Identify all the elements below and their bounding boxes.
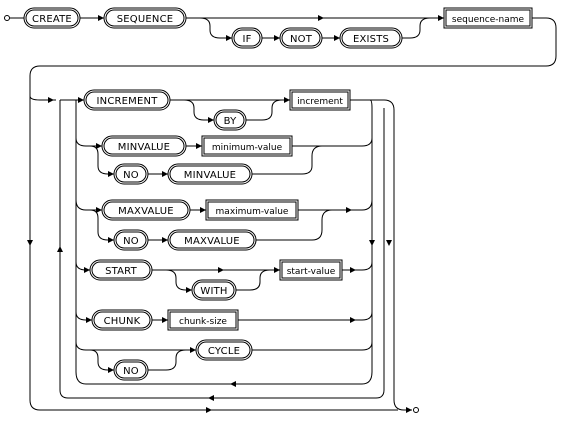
maximum-value-label: maximum-value [216, 207, 289, 217]
sequence-name-label: sequence-name [452, 15, 525, 25]
start-keyword-label: START [105, 266, 138, 277]
maxvalue-keyword-label: MAXVALUE [118, 206, 174, 217]
start-terminal [4, 15, 10, 21]
by-keyword-label: BY [224, 116, 238, 127]
create-keyword-label: CREATE [32, 14, 72, 25]
end-terminal [413, 407, 419, 413]
row-create-sequence: CREATE SEQUENCE IF NOT EXISTS sequence-n… [4, 7, 557, 86]
no-max-keyword-label: NO [123, 236, 139, 247]
if-keyword-label: IF [242, 34, 251, 45]
maxvalue-option: MAXVALUE maximum-value NO MAXVALUE [75, 199, 373, 251]
options-return-rail [75, 371, 373, 385]
start-value-label: start-value [287, 267, 336, 277]
maxvalue-keyword-2-label: MAXVALUE [184, 236, 240, 247]
minvalue-keyword-2-label: MINVALUE [184, 170, 236, 181]
chunk-size-label: chunk-size [179, 317, 227, 327]
increment-keyword-label: INCREMENT [96, 96, 158, 107]
sequence-keyword-label: SEQUENCE [117, 14, 174, 25]
increment-option: INCREMENT BY increment [60, 89, 370, 131]
start-option: START WITH start-value [75, 259, 373, 301]
not-keyword-label: NOT [290, 34, 313, 45]
increment-variable-label: increment [297, 97, 343, 107]
no-min-keyword-label: NO [123, 170, 139, 181]
cycle-option: NO CYCLE [75, 339, 373, 381]
with-keyword-label: WITH [200, 286, 227, 297]
chunk-option: CHUNK chunk-size [75, 309, 373, 331]
cycle-keyword-label: CYCLE [208, 346, 240, 357]
option-loop-rails [27, 86, 419, 413]
minvalue-keyword-label: MINVALUE [118, 142, 170, 153]
no-cycle-keyword-label: NO [123, 366, 139, 377]
minimum-value-label: minimum-value [212, 143, 283, 153]
minvalue-option: MINVALUE minimum-value NO MINVALUE [75, 135, 373, 185]
chunk-keyword-label: CHUNK [104, 316, 141, 327]
exists-keyword-label: EXISTS [353, 34, 389, 45]
